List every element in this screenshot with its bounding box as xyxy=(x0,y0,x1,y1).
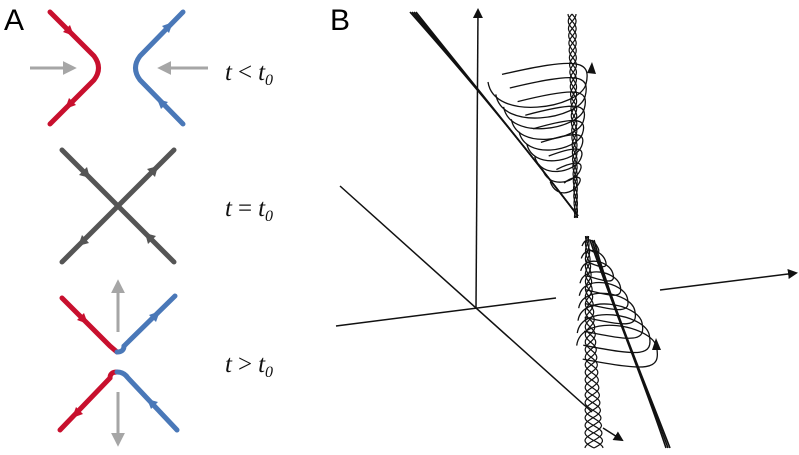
lower-loop xyxy=(578,292,637,325)
upper-loop xyxy=(502,91,586,130)
upper-loop xyxy=(549,176,581,194)
equation-before-rhs: t xyxy=(258,59,266,86)
blue-arrow-lower-v-icon xyxy=(147,399,158,409)
red-arrow-down-right-icon xyxy=(63,25,74,36)
upper-loop xyxy=(518,119,585,151)
upper-vertical-strand xyxy=(567,13,578,218)
horizontal-axis-right xyxy=(659,269,798,291)
blue-arrow-up-right-icon xyxy=(162,22,173,33)
panel-b-direction-arrows xyxy=(587,62,661,442)
red-arrow-down-left-icon xyxy=(65,98,76,109)
equation-after-rhs: t xyxy=(258,351,266,378)
gray-arrow-upper-right-icon xyxy=(147,166,158,177)
horizontal-axis-left xyxy=(335,297,557,327)
upper-vertical-strand xyxy=(567,13,579,219)
red-field-line-top xyxy=(47,9,101,127)
equation-before-subscript: 0 xyxy=(265,72,274,89)
equation-after-var: t xyxy=(225,351,232,378)
axes-3d xyxy=(335,8,798,413)
lower-loop xyxy=(579,271,622,296)
upper-loop xyxy=(526,134,584,162)
row-at-reconnection xyxy=(59,147,177,265)
upper-loop xyxy=(534,148,583,173)
upper-loop xyxy=(541,162,582,183)
lower-vertical-strand xyxy=(584,236,604,449)
lower-loop xyxy=(580,249,607,268)
lower-loop xyxy=(578,281,629,311)
equation-before-var: t xyxy=(225,59,232,86)
upper-field-line-bundle xyxy=(409,11,588,219)
blue-field-line-top xyxy=(133,9,186,127)
gray-arrow-upper-left-icon xyxy=(79,167,90,178)
lower-loop xyxy=(580,260,615,282)
bottom-outflow-arrow-icon xyxy=(602,427,624,442)
lower-vertical-strand xyxy=(584,235,603,449)
equation-at-subscript: 0 xyxy=(265,208,274,225)
gray-arrow-lower-left-icon xyxy=(78,235,89,246)
upper-loop xyxy=(510,105,586,141)
equation-at-rhs: t xyxy=(258,195,266,222)
row-before-reconnection xyxy=(30,9,208,127)
red-arrow-lower-v-icon xyxy=(72,407,83,418)
vertical-axis xyxy=(472,8,483,309)
lower-loop xyxy=(577,303,644,339)
equation-after: t>t0 xyxy=(225,352,273,381)
lower-diagonal-strand xyxy=(593,239,671,449)
panel-b-label: B xyxy=(330,4,351,37)
gray-arrow-lower-right-icon xyxy=(145,233,156,244)
equation-after-relation: > xyxy=(237,351,253,378)
row-after-reconnection xyxy=(57,279,180,447)
equation-at-var: t xyxy=(225,195,232,222)
lower-loop xyxy=(576,313,651,354)
upper-loop xyxy=(495,76,587,119)
equation-before: t<t0 xyxy=(225,60,273,89)
red-field-line-lower-v xyxy=(57,369,120,433)
upper-spiral-arrow-icon xyxy=(587,62,596,74)
lower-field-line-bundle xyxy=(576,235,671,449)
red-field-line-upper-v xyxy=(59,295,120,355)
upper-diagonal-strand xyxy=(409,11,579,217)
equation-before-relation: < xyxy=(237,59,253,86)
blue-arrow-upper-v-icon xyxy=(149,311,160,322)
blue-field-line-upper-v xyxy=(114,293,178,355)
upper-diagonal-strand xyxy=(415,11,579,217)
equation-at-relation: = xyxy=(237,195,253,222)
equation-after-subscript: 0 xyxy=(265,364,274,381)
blue-field-line-lower-v xyxy=(114,369,180,433)
upper-vertical-strand xyxy=(567,13,578,219)
depth-axis xyxy=(339,185,593,413)
blue-arrow-up-left-icon xyxy=(157,99,168,109)
lower-spiral-arrow-icon xyxy=(652,338,661,350)
panel-a-label: A xyxy=(4,4,25,37)
equation-at: t=t0 xyxy=(225,196,273,225)
red-arrow-upper-v-icon xyxy=(77,313,88,324)
lower-vertical-strand xyxy=(584,235,603,449)
